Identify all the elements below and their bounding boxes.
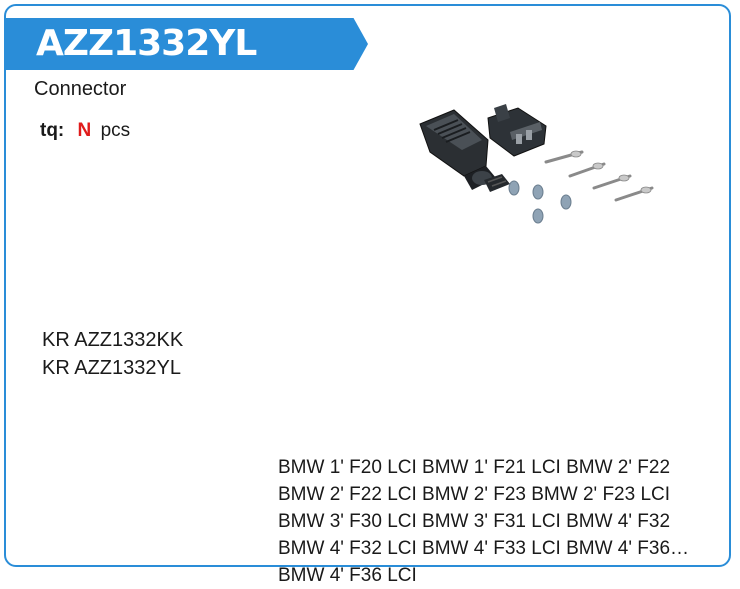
product-card: AZZ1332YL Connector tq: N pcs	[4, 4, 731, 586]
cross-reference-item: KR AZZ1332KK	[42, 329, 184, 351]
quantity-value: N	[77, 120, 92, 141]
terminal-pin-icon	[544, 150, 654, 202]
part-number-title: AZZ1332YL	[36, 23, 257, 64]
product-type-label: Connector	[34, 78, 127, 100]
quantity-label: tq:	[40, 120, 65, 141]
mating-connector-icon	[487, 104, 547, 157]
cross-reference-list: KR AZZ1332KK KR AZZ1332YL	[42, 326, 183, 382]
seal-icon	[508, 180, 572, 224]
cross-reference-item: KR AZZ1332YL	[42, 357, 181, 379]
connector-housing-icon	[419, 109, 496, 190]
connector-kit-image	[419, 104, 654, 224]
quantity-row: tq: N pcs	[40, 120, 130, 142]
title-banner: AZZ1332YL	[6, 18, 368, 70]
quantity-unit: pcs	[100, 120, 131, 141]
vehicle-compatibility-text: BMW 1' F20 LCI BMW 1' F21 LCI BMW 2' F22…	[278, 457, 671, 586]
locking-clip-icon	[484, 174, 510, 192]
